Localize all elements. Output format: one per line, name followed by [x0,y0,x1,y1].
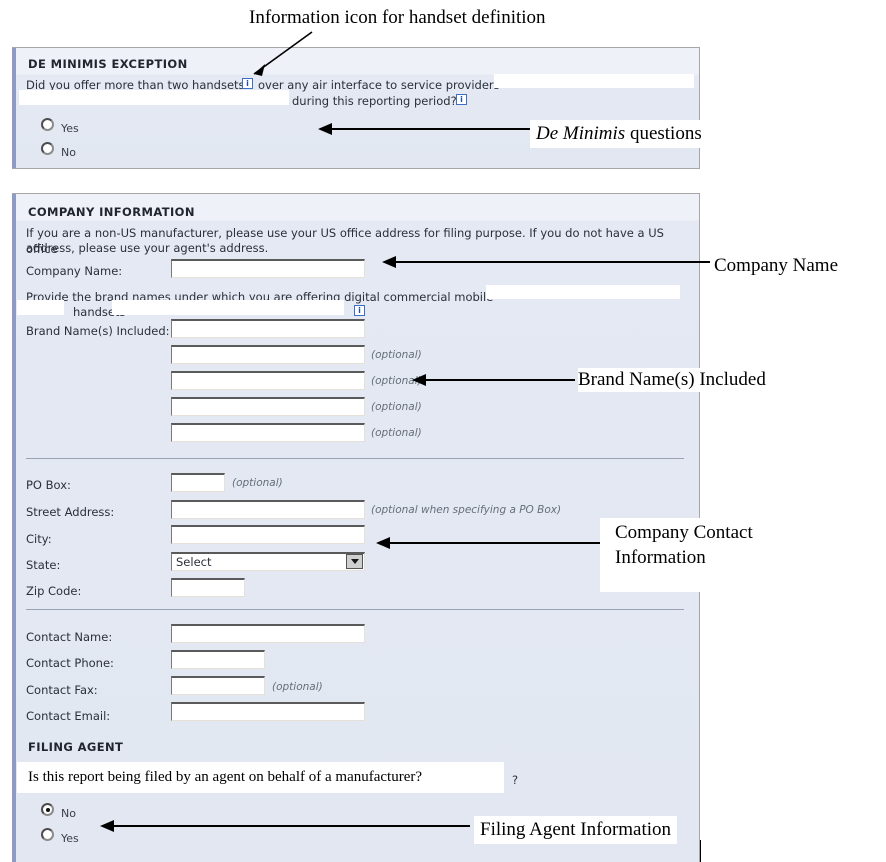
contact-fax-input[interactable] [171,676,265,695]
info-icon[interactable]: i [242,78,253,89]
redaction-box-3 [486,285,680,299]
filing-agent-radio-no-label: No [61,807,76,820]
brand-info-icon[interactable]: i [354,305,365,316]
annotation-filing-agent: Filing Agent Information [474,816,678,844]
contact-fax-optional-note: (optional) [272,681,323,693]
company-information-section-title: COMPANY INFORMATION [28,205,195,219]
brand-name-5-optional-note: (optional) [371,427,422,439]
divider-contact [26,609,684,610]
de-minimis-radio-yes-label: Yes [61,122,79,135]
annotation-brand-names-text: Brand Name(s) Included [578,369,766,390]
state-label: State: [26,558,61,572]
annotation-filing-agent-text: Filing Agent Information [480,819,672,840]
annotation-de-minimis: De Minimis questions [530,120,708,148]
redaction-box-4 [17,300,64,315]
company-information-intro-line1: If you are a non-US manufacturer, please… [26,226,664,256]
de-minimis-panel: DE MINIMIS EXCEPTION Did you offer more … [12,47,700,169]
redaction-box-5 [112,300,344,315]
annotation-company-contact-line2: Information [615,547,706,568]
de-minimis-question-part3: during this reporting period? [292,94,457,108]
de-minimis-radio-no-label: No [61,146,76,159]
po-box-optional-note: (optional) [232,477,283,489]
zip-code-input[interactable] [171,578,245,597]
annotation-brand-names: Brand Name(s) Included [578,368,766,392]
state-select-value: Select [176,555,212,569]
filing-agent-question-tail: ? [512,773,519,787]
contact-email-input[interactable] [171,702,365,721]
company-information-intro-line2: address, please use your agent's address… [26,241,269,255]
annotation-de-minimis-italic: De Minimis [536,123,626,144]
de-minimis-radio-no[interactable] [41,142,54,155]
street-address-optional-note: (optional when specifying a PO Box) [371,504,562,516]
contact-name-label: Contact Name: [26,630,113,644]
chevron-down-icon[interactable] [346,554,363,569]
contact-fax-label: Contact Fax: [26,683,98,697]
de-minimis-question-part2: over any air interface to service provid… [258,78,500,92]
annotation-company-name-text: Company Name [714,255,839,276]
annotation-company-name: Company Name [714,254,839,278]
brand-names-label: Brand Name(s) Included: [26,324,170,338]
brand-name-4-optional-note: (optional) [371,401,422,413]
annotation-info-icon-text: Information icon for handset definition [249,7,546,28]
de-minimis-panel-inner [16,48,699,168]
redaction-box-2 [19,90,289,105]
brand-name-input-2[interactable] [171,345,365,364]
annotation-de-minimis-rest: questions [625,123,702,144]
brand-name-input-1[interactable] [171,319,365,338]
filing-agent-question-text: Is this report being filed by an agent o… [28,769,423,785]
contact-phone-input[interactable] [171,650,265,669]
brand-name-input-4[interactable] [171,397,365,416]
brand-name-input-5[interactable] [171,423,365,442]
company-name-label: Company Name: [26,264,123,278]
state-select[interactable]: Select [171,552,365,571]
filing-agent-radio-yes[interactable] [41,828,54,841]
city-input[interactable] [171,525,365,544]
annotation-tick-mark [700,840,701,862]
de-minimis-question-part1: Did you offer more than two handsets [26,78,245,92]
de-minimis-radio-yes[interactable] [41,118,54,131]
zip-code-label: Zip Code: [26,584,82,598]
company-name-input[interactable] [171,259,365,278]
street-address-label: Street Address: [26,505,115,519]
po-box-label: PO Box: [26,478,71,492]
filing-agent-radio-no[interactable] [41,803,54,816]
redaction-box-1 [494,74,694,88]
contact-phone-label: Contact Phone: [26,656,114,670]
city-label: City: [26,532,52,546]
brand-name-2-optional-note: (optional) [371,349,422,361]
brand-name-3-optional-note: (optional) [371,375,422,387]
annotation-info-icon: Information icon for handset definition [249,6,546,30]
divider-address [26,458,684,459]
street-address-input[interactable] [171,500,365,519]
filing-agent-section-title: FILING AGENT [28,740,124,754]
brand-name-input-3[interactable] [171,371,365,390]
annotation-company-contact: Company Contact Information [600,518,886,592]
de-minimis-section-title: DE MINIMIS EXCEPTION [28,57,188,71]
annotation-company-contact-line1: Company Contact [615,522,753,543]
contact-name-input[interactable] [171,624,365,643]
filing-agent-question-overlay: Is this report being filed by an agent o… [17,762,504,793]
filing-agent-radio-yes-label: Yes [61,832,79,845]
contact-email-label: Contact Email: [26,709,111,723]
info-icon-2[interactable]: i [456,94,467,105]
po-box-input[interactable] [171,473,225,492]
